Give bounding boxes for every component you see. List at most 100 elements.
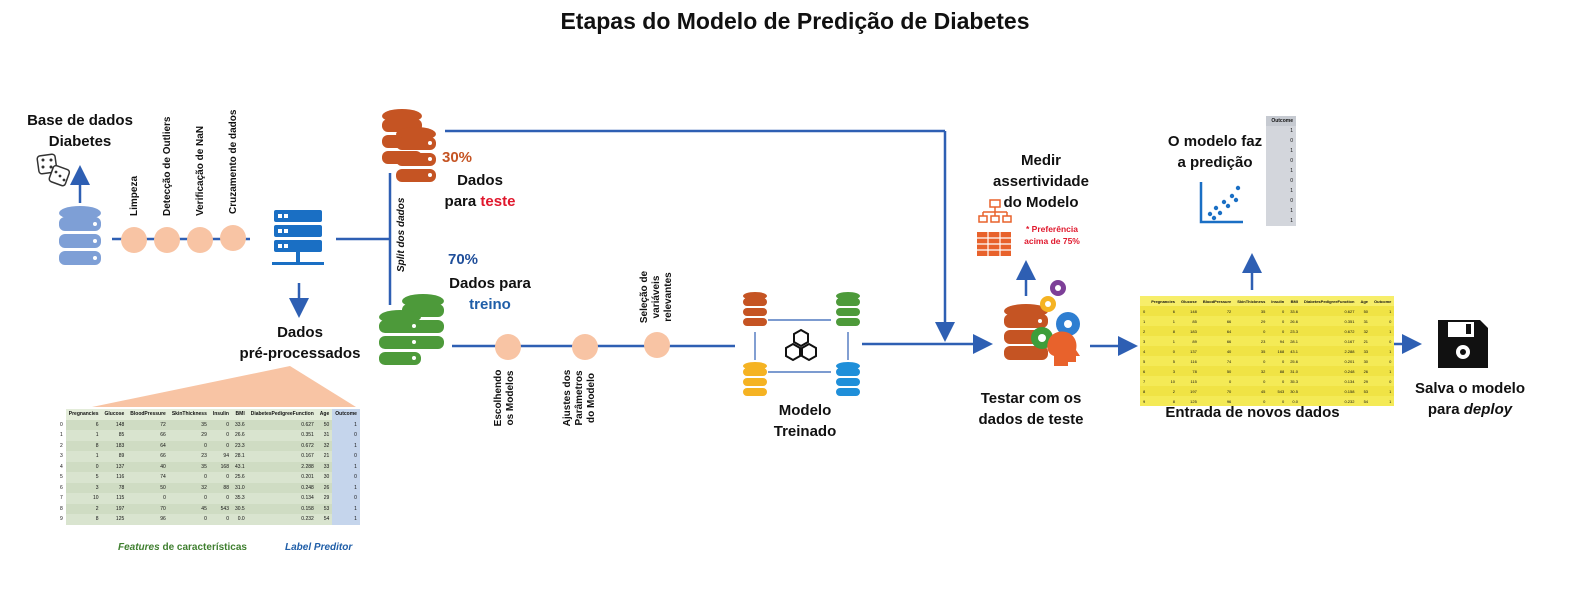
table-cell: 54 — [316, 514, 333, 525]
table-cell: 21 — [1357, 336, 1372, 346]
table-cell: 94 — [209, 451, 232, 462]
table-cell: 26 — [316, 482, 333, 493]
table-header-cell: Age — [316, 409, 333, 420]
table-cell: 1 — [1371, 306, 1395, 316]
table-cell: 1 — [332, 440, 360, 451]
table-cell: 0 — [1268, 316, 1288, 326]
table-cell: 0 — [168, 493, 210, 504]
table-cell: 116 — [101, 472, 128, 483]
table-cell: 78 — [101, 482, 128, 493]
table-cell: 66 — [1199, 316, 1235, 326]
table-cell: 32 — [316, 440, 333, 451]
table-cell: 137 — [1178, 346, 1200, 356]
table-cell: 148 — [1178, 306, 1200, 316]
table-cell: 89 — [1178, 336, 1200, 346]
table-cell: 21 — [316, 451, 333, 462]
table-header-cell: Outcome — [1371, 296, 1395, 306]
outcome-value: 0 — [1290, 178, 1293, 184]
measure-line3: do Modelo — [1003, 194, 1079, 211]
table-cell: 5 — [57, 472, 66, 483]
table-cell: 5 — [1148, 356, 1179, 366]
table-cell: 43.1 — [231, 461, 248, 472]
table-cell: 26.6 — [1287, 316, 1301, 326]
table-cell: 0 — [1268, 326, 1288, 336]
gear-icon-green — [1031, 327, 1053, 349]
table-cell: 33 — [316, 461, 333, 472]
trained-model-line2: Treinado — [773, 423, 837, 440]
table-cell: 1 — [65, 451, 102, 462]
table-cell: 0 — [209, 440, 232, 451]
table-header-cell: Insulin — [209, 409, 232, 420]
table-cell: 0 — [1371, 316, 1395, 326]
table-cell: 45 — [168, 503, 210, 514]
table-cell: 0 — [332, 472, 360, 483]
table-cell: 31 — [1357, 316, 1372, 326]
outcome-value: 1 — [1290, 128, 1293, 134]
table-cell: 33.6 — [1287, 306, 1301, 316]
table-cell: 30 — [316, 472, 333, 483]
save-label: Salva o modelo para deploy — [1400, 378, 1540, 420]
table-cell: 0.0 — [1287, 396, 1301, 406]
table-cell: 40 — [127, 461, 169, 472]
table-cell: 72 — [127, 419, 169, 430]
trained-model-graphic — [743, 292, 860, 396]
table-cell: 53 — [316, 503, 333, 514]
table-cell: 31.0 — [231, 482, 248, 493]
table-cell: 125 — [101, 514, 128, 525]
table-header-cell: Outcome — [332, 409, 360, 420]
table-header-cell: Pregnancies — [1148, 296, 1179, 306]
table-cell: 66 — [127, 430, 169, 441]
table-cell: 3 — [1148, 366, 1179, 376]
table-cell: 40 — [1199, 346, 1235, 356]
table-cell: 50 — [316, 419, 333, 430]
table-cell: 0 — [1268, 356, 1288, 366]
table-cell: 29 — [1357, 376, 1372, 386]
table-cell: 96 — [1199, 396, 1235, 406]
table-cell: 28.1 — [231, 451, 248, 462]
measure-line2: assertividade — [993, 173, 1089, 190]
table-cell: 1 — [1148, 316, 1179, 326]
table-cell: 183 — [1178, 326, 1200, 336]
train-step-text-models: Escolhendo os Modelos — [493, 369, 516, 427]
table-cell: 94 — [1268, 336, 1288, 346]
preprocessed-label-line1: Dados — [277, 324, 323, 341]
table-cell: 23.3 — [231, 440, 248, 451]
table-cell: 9 — [1140, 396, 1149, 406]
table-cell: 10 — [65, 493, 102, 504]
table-header-cell: SkinThickness — [168, 409, 210, 420]
trained-model-line1: Modelo — [778, 402, 832, 419]
table-cell: 0.627 — [1300, 306, 1358, 316]
table-cell: 31 — [316, 430, 333, 441]
save-line1: Salva o modelo — [1414, 380, 1526, 397]
table-cell: 0.672 — [1300, 326, 1358, 336]
features-caption: Features de características — [118, 542, 247, 553]
table-cell: 183 — [101, 440, 128, 451]
table-cell: 6 — [1148, 306, 1179, 316]
table-cell: 0 — [1234, 376, 1269, 386]
table-cell: 23 — [168, 451, 210, 462]
table-cell: 2 — [1140, 326, 1149, 336]
table-cell: 25.6 — [1287, 356, 1301, 366]
table-cell: 33 — [1357, 346, 1372, 356]
step-label-outliers: Detecção de Outliers — [162, 116, 173, 216]
table-cell: 0 — [209, 493, 232, 504]
table-cell: 0 — [57, 419, 66, 430]
table-cell: 8 — [65, 440, 102, 451]
table-cell: 70 — [127, 503, 169, 514]
step-circle-cruzamento — [220, 225, 246, 251]
train-step-circle-models — [495, 334, 521, 360]
table-cell: 197 — [1178, 386, 1200, 396]
table-cell: 0 — [1234, 326, 1269, 336]
table-cell: 30.5 — [1287, 386, 1301, 396]
table-cell: 0.672 — [247, 440, 317, 451]
gear-icon-purple — [1050, 280, 1066, 296]
